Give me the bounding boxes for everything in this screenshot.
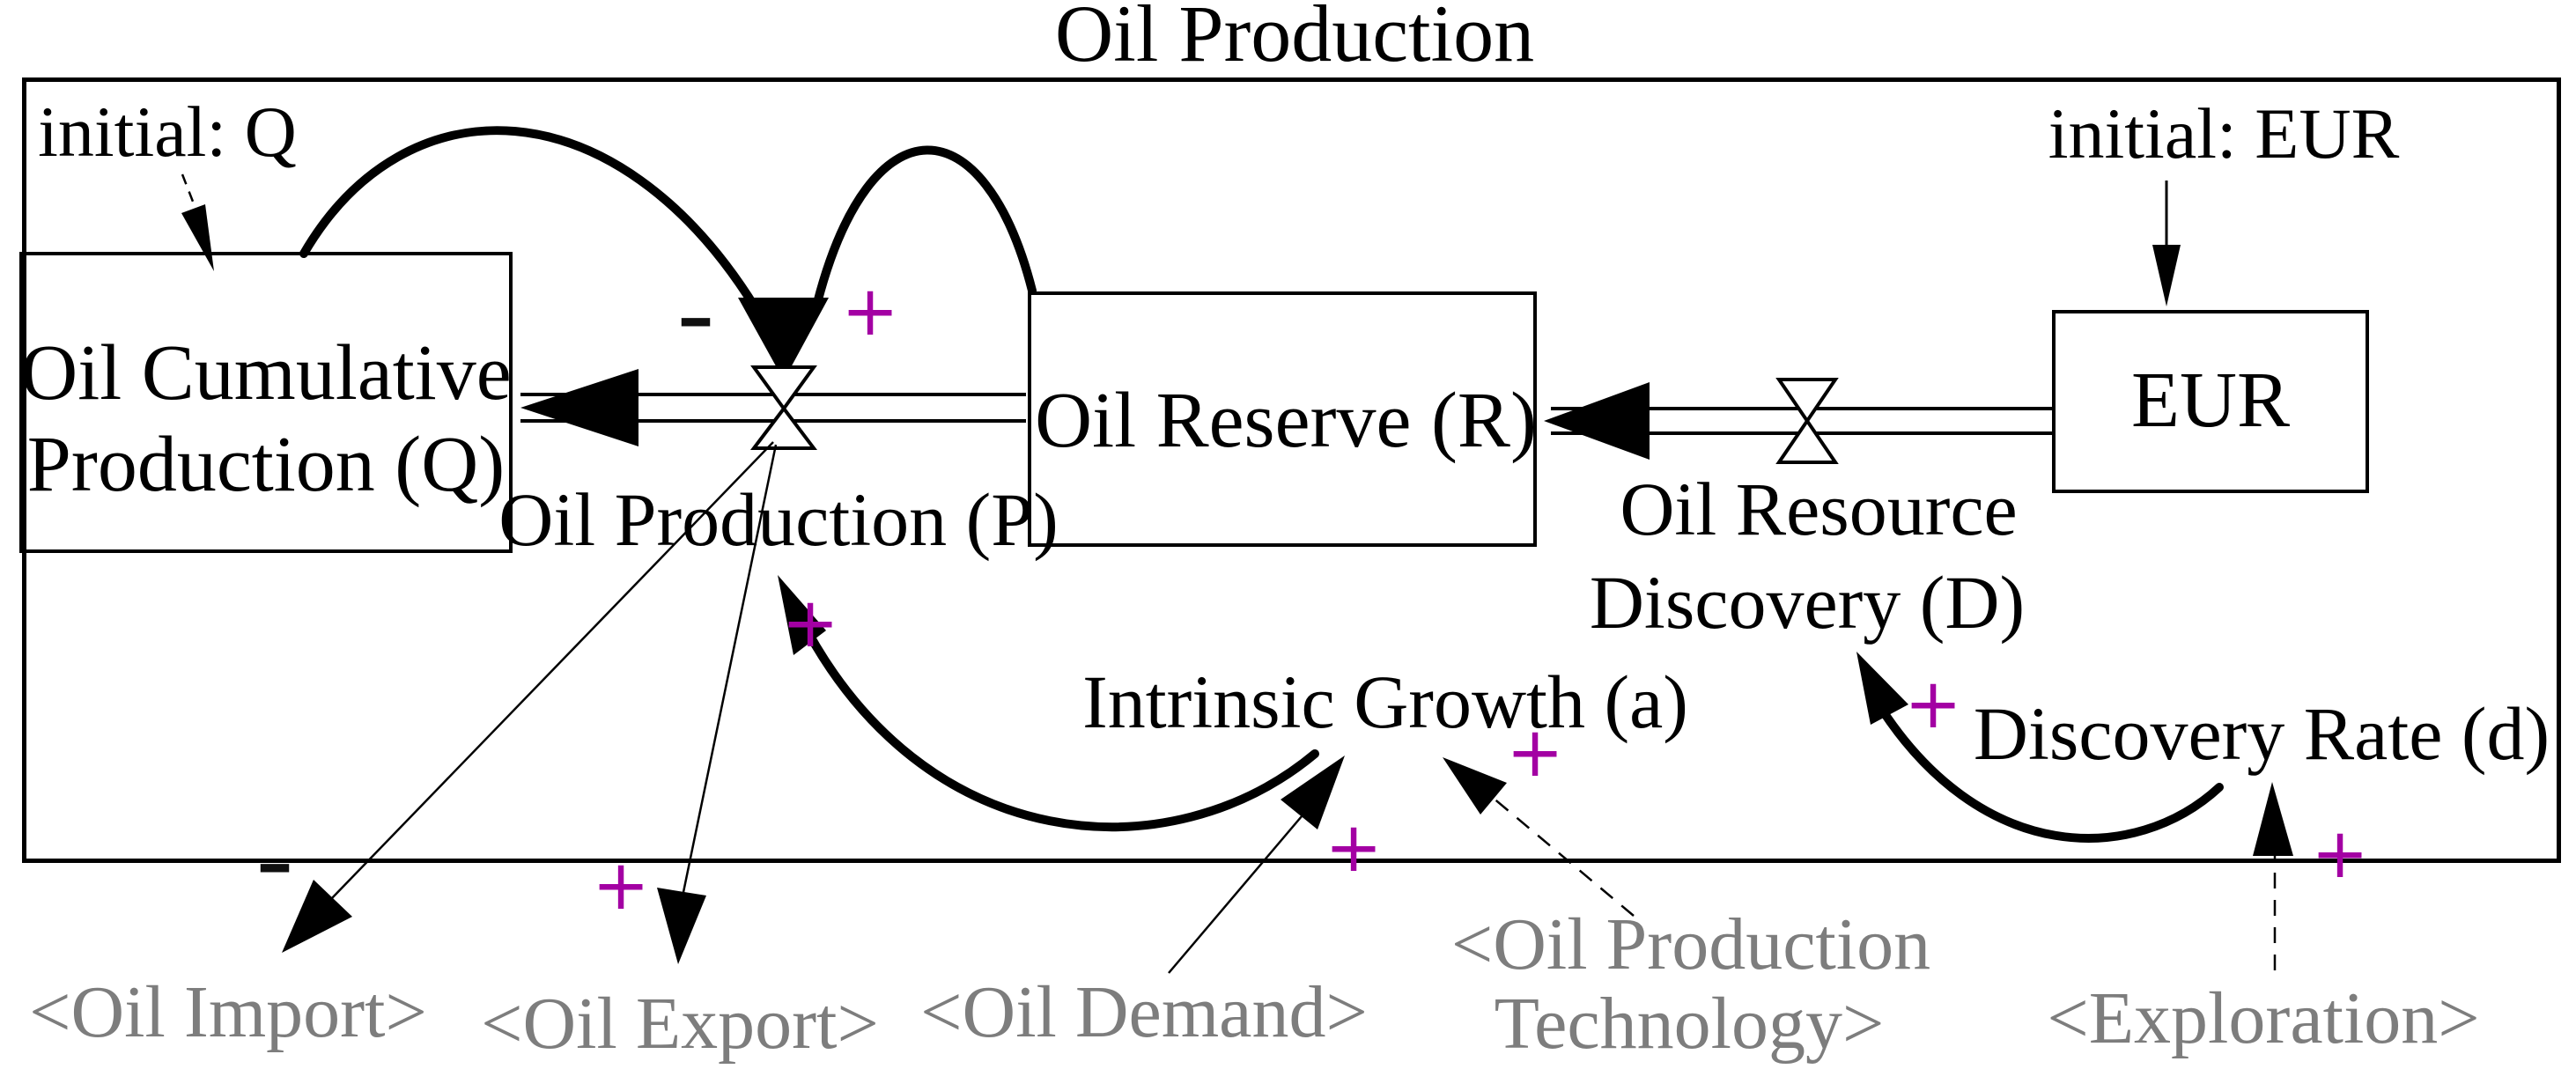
arrowhead (2253, 782, 2293, 856)
diagram-title: Oil Production (1054, 0, 1535, 78)
valve-oil-production[interactable] (749, 365, 818, 450)
sign-q-to-production: - (677, 251, 714, 373)
sign-production-to-export: + (592, 846, 650, 925)
arc-r-to-valve (813, 145, 1037, 307)
arc-growth-to-production (795, 612, 1319, 831)
stock-eur[interactable] (2052, 310, 2369, 493)
sign-rate-to-discovery: + (1904, 665, 1962, 744)
shadow-var-oil-export[interactable]: <Oil Export> (481, 983, 879, 1065)
sign-demand-to-growth: + (1325, 808, 1383, 888)
flow-discovery-label-line2[interactable]: Discovery (D) (1589, 560, 2026, 645)
stock-r-label: Oil Reserve (R) (1035, 377, 1537, 464)
link-line-dashed (1491, 796, 1635, 917)
link-production-to-export[interactable] (657, 444, 778, 964)
stock-q-label-line2: Production (Q) (26, 421, 506, 508)
flow-arrowhead-into-q (520, 369, 638, 446)
flow-oil-production-label[interactable]: Oil Production (P) (498, 477, 1059, 562)
sign-exploration-to-rate: + (2311, 815, 2369, 894)
model-boundary (22, 77, 2561, 863)
arrowhead (657, 888, 706, 964)
link-demand-to-growth[interactable] (1168, 756, 1345, 974)
link-exploration-to-rate[interactable] (2253, 782, 2293, 970)
sign-production-to-import: - (256, 797, 293, 919)
sign-growth-to-production: + (781, 584, 839, 663)
link-production-to-import[interactable] (282, 441, 774, 953)
link-growth-to-production[interactable] (778, 575, 1319, 831)
valve-oil-resource-discovery[interactable] (1775, 378, 1839, 464)
valve-top-triangle (750, 365, 817, 412)
stock-oil-reserve[interactable] (1028, 291, 1537, 547)
link-line (681, 444, 778, 897)
arrowhead (1281, 756, 1345, 829)
initial-eur-label: initial: EUR (2048, 93, 2400, 173)
aux-intrinsic-growth-label[interactable]: Intrinsic Growth (a) (1082, 660, 1688, 744)
shadow-var-technology-line2[interactable]: Technology> (1494, 983, 1885, 1065)
arrowhead (282, 880, 352, 953)
link-reserve-to-production[interactable] (738, 145, 1037, 380)
initial-q-label: initial: Q (38, 92, 297, 172)
arrowhead (2152, 245, 2181, 306)
link-line (329, 441, 774, 901)
link-rate-to-discovery[interactable] (1856, 652, 2224, 843)
arc-q-to-valve (299, 126, 760, 313)
aux-discovery-rate-label[interactable]: Discovery Rate (d) (1973, 691, 2550, 776)
arrowhead (1856, 652, 1908, 725)
flow-arrowhead-into-r (1544, 382, 1650, 460)
arc-rate-to-discovery (1871, 696, 2224, 843)
initial-eur-arrow (2152, 181, 2181, 306)
link-line (1168, 815, 1303, 974)
stock-q-label-line1: Oil Cumulative (20, 329, 512, 417)
valve-bottom-triangle (1775, 417, 1839, 464)
stock-oil-cumulative-production[interactable] (19, 252, 513, 553)
shadow-var-oil-demand[interactable]: <Oil Demand> (920, 971, 1368, 1053)
sign-technology-to-growth: + (1506, 713, 1564, 793)
arrowhead (1443, 757, 1507, 815)
valve-bottom-triangle (749, 405, 818, 450)
arrowhead (778, 575, 826, 655)
link-q-to-production[interactable] (299, 126, 760, 313)
valve-top-triangle (1775, 378, 1839, 424)
big-arrowhead-at-valve (738, 298, 829, 380)
stock-eur-label: EUR (2131, 357, 2290, 444)
flow-discovery-label-line1[interactable]: Oil Resource (1620, 467, 2018, 551)
shadow-var-oil-import[interactable]: <Oil Import> (29, 971, 427, 1053)
shadow-var-exploration[interactable]: <Exploration> (2047, 977, 2480, 1059)
sign-reserve-to-production: + (841, 272, 899, 351)
link-technology-to-growth[interactable] (1443, 757, 1635, 917)
shadow-var-technology-line1[interactable]: <Oil Production (1450, 903, 1931, 985)
